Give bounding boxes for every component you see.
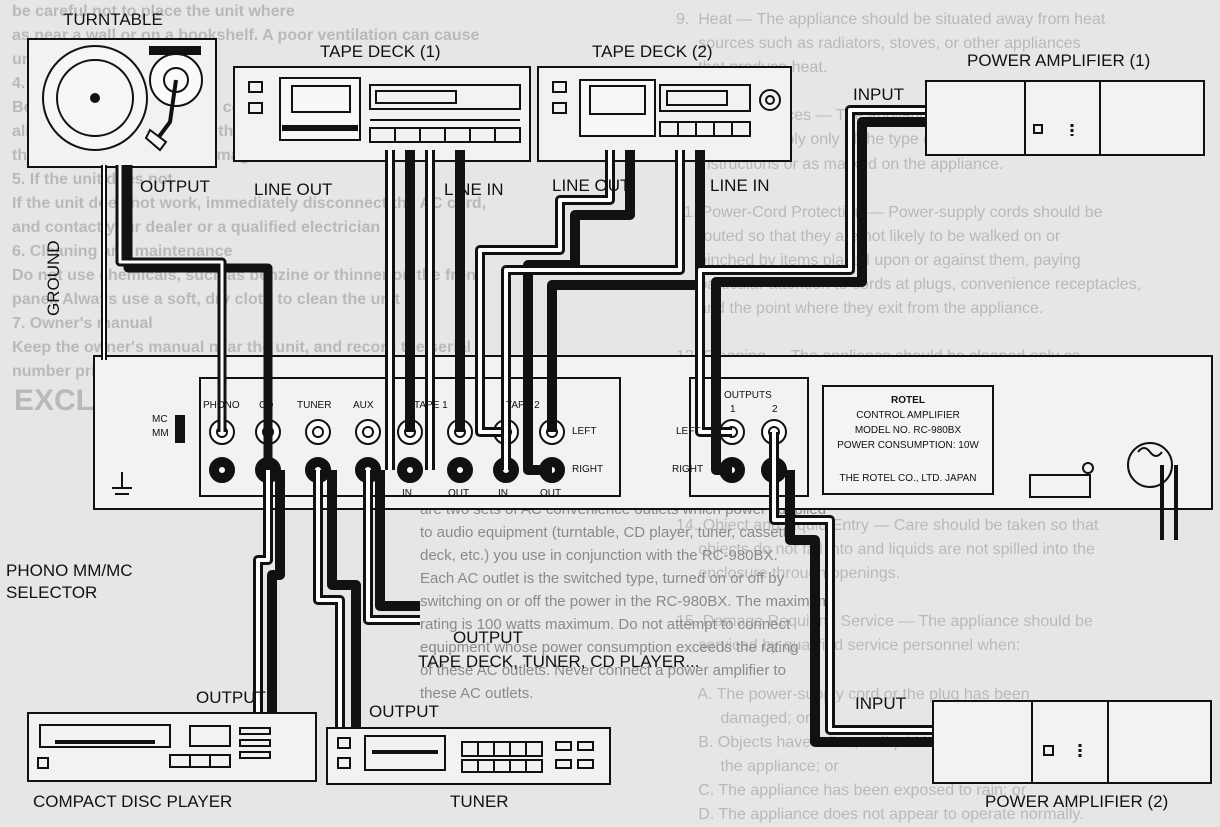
panel-label-output-2: 2: [772, 404, 778, 415]
cable-tape-deck-1: [385, 150, 465, 470]
label-turntable: TURNTABLE: [63, 10, 163, 29]
cable-turntable-output: [115, 165, 273, 470]
rotel-nameplate: ROTEL CONTROL AMPLIFIER MODEL NO. RC-980…: [822, 385, 994, 495]
label-input-2: INPUT: [855, 694, 906, 713]
cable-tuner: [313, 470, 361, 727]
label-tape-deck-2: TAPE DECK (2): [592, 42, 713, 61]
label-line-in-1: LINE IN: [444, 180, 504, 199]
power-amplifier-2-artwork: [1031, 700, 1109, 784]
panel-label-out2: OUT: [540, 488, 562, 499]
panel-label-tape2: TAPE 2: [506, 400, 540, 411]
panel-label-in1: IN: [402, 488, 412, 499]
label-ground: GROUND: [44, 240, 63, 316]
label-power-amplifier-2: POWER AMPLIFIER (2): [985, 792, 1169, 811]
power-amplifier-1-artwork: [1024, 80, 1101, 156]
panel-label-left-out: LEFT: [676, 426, 701, 437]
label-line-out-2: LINE OUT: [552, 176, 631, 195]
nameplate-brand: ROTEL: [891, 395, 925, 406]
label-phono-selector: PHONO MM/MC SELECTOR: [6, 561, 133, 602]
power-amplifier-1-device: [925, 80, 1205, 156]
label-misc-sources: TAPE DECK, TUNER, CD PLAYER...: [418, 652, 700, 671]
panel-label-left-in: LEFT: [572, 426, 597, 437]
panel-label-mm: MM: [152, 428, 169, 439]
cable-cd-player: [253, 470, 285, 712]
turntable-artwork: [42, 45, 203, 152]
label-tape-deck-1: TAPE DECK (1): [320, 42, 441, 61]
panel-label-tape1: TAPE 1: [414, 400, 448, 411]
nameplate-product: CONTROL AMPLIFIER: [856, 410, 960, 421]
label-input-1: INPUT: [853, 85, 904, 104]
nameplate-power: POWER CONSUMPTION: 10W: [837, 440, 979, 451]
nameplate-maker: THE ROTEL CO., LTD. JAPAN: [839, 473, 977, 484]
panel-label-aux: AUX: [353, 400, 374, 411]
panel-label-output-1: 1: [730, 404, 736, 415]
label-power-amplifier-1: POWER AMPLIFIER (1): [967, 51, 1151, 70]
panel-label-outputs: OUTPUTS: [724, 390, 772, 401]
label-output-cd: OUTPUT: [196, 688, 266, 707]
nameplate-model: MODEL NO. RC-980BX: [854, 425, 962, 436]
label-line-in-2: LINE IN: [710, 176, 770, 195]
label-output-turntable: OUTPUT: [140, 177, 210, 196]
panel-label-right-out: RIGHT: [672, 464, 704, 475]
cable-power-amp-2: [769, 432, 932, 747]
cable-aux-misc: [363, 470, 420, 625]
panel-label-cd: CD: [259, 400, 274, 411]
label-line-out-1: LINE OUT: [254, 180, 333, 199]
label-cd-player: COMPACT DISC PLAYER: [33, 792, 233, 811]
tape-deck-1-artwork: [248, 77, 521, 143]
panel-label-tuner: TUNER: [297, 400, 332, 411]
panel-label-out1: OUT: [448, 488, 470, 499]
panel-label-right-in: RIGHT: [572, 464, 604, 475]
cd-player-artwork: [37, 724, 271, 769]
tape-deck-2-artwork: [552, 79, 781, 137]
power-amplifier-2-device: [932, 700, 1212, 784]
label-tuner: TUNER: [450, 792, 509, 811]
cable-power-amp-1: [695, 105, 925, 475]
panel-label-in2: IN: [498, 488, 508, 499]
tuner-artwork: [337, 735, 594, 773]
cable-tape-deck-2: [475, 150, 705, 475]
label-output-misc: OUTPUT: [453, 628, 523, 647]
panel-label-phono: PHONO: [203, 400, 240, 411]
cable-ac-power: [1160, 465, 1178, 540]
label-output-tuner: OUTPUT: [369, 702, 439, 721]
panel-label-mc: MC: [152, 414, 168, 425]
